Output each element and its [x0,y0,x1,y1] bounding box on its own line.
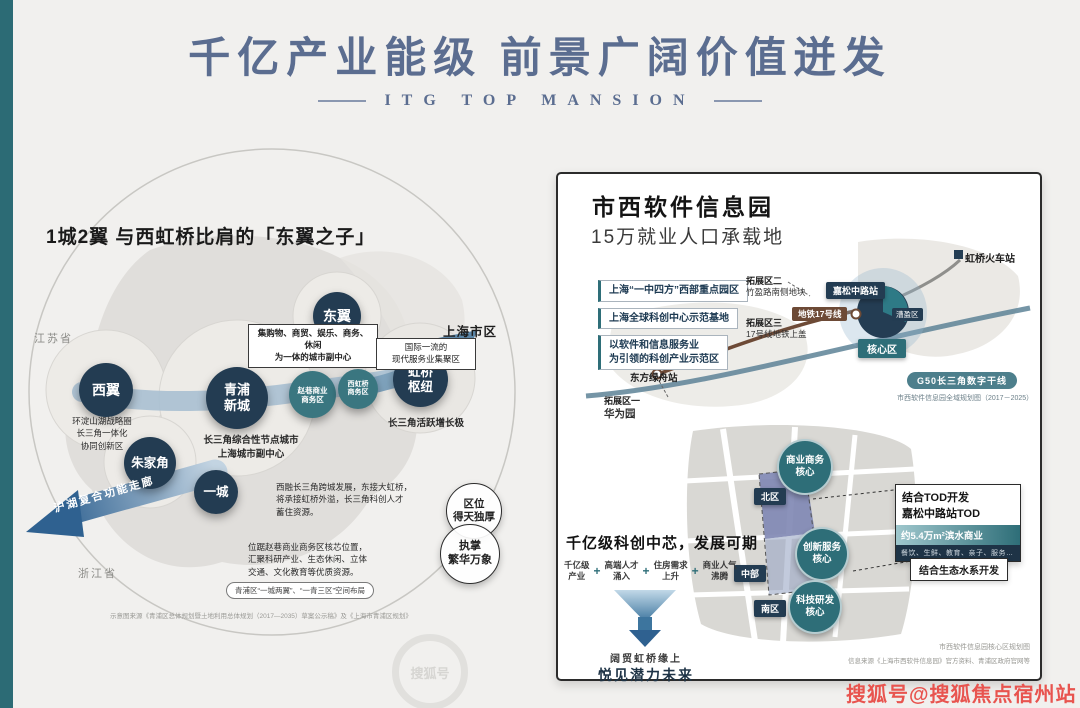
tod-line1: 结合TOD开发 [902,492,970,504]
expand3-label: 拓展区三 17号线地铁上盖 [746,317,806,341]
value-chain-row: 千亿级 产业 + 高端人才 涌入 + 住房需求 上升 + 商业人气 沸腾 [564,560,737,582]
chain-housing: 住房需求 上升 [653,560,688,582]
badge-prosperity: 执掌 繁华万象 [440,524,500,584]
core-plan-caption: 市西软件信息园核心区规划图 [939,644,1030,651]
province-jiangsu: 江苏省 [34,333,73,345]
metro17-tag: 地铁17号线 [792,307,848,321]
node-zhujiajiao: 朱家角 [124,437,176,489]
card-subtitle: 15万就业人口承载地 [591,227,785,248]
plus-1: + [593,564,601,579]
zone-south-tag: 南区 [754,600,787,617]
g50-corridor-line [585,305,1031,399]
node-zhaoxiang-business: 赵巷商业 商务区 [289,371,336,418]
eco-annotation-box: 结合生态水系开发 [910,558,1008,581]
node-west-wing: 西翼 [79,363,133,417]
tod-annotation-box: 结合TOD开发 嘉松中路站TOD 约5.4万m²滨水商业 餐饮、生鲜、教育、亲子… [895,484,1021,562]
expand1-sub: 华为园 [604,408,636,421]
hongqiao-growth-note: 长三角活跃增长极 [388,418,465,429]
hongqiao-service-note: 国际一流的 现代服务业集聚区 [376,338,476,370]
expand3-sub: 17号线地铁上盖 [746,329,807,340]
slogan-block: 阔贸虹桥缘上 悦见潜力未来 [586,650,706,685]
funnel-arrow [614,590,676,647]
hongqiao-railway-marker [954,250,963,259]
spatial-layout-pill: 青浦区“一城两翼”、“一青三区”空间布局 [226,582,374,599]
chain-industry: 千亿级 产业 [564,560,590,582]
plus-3: + [691,564,699,579]
bullet-software-zone: 以软件和信息服务业 为引领的科创产业示范区 [598,335,728,370]
left-accent-strip [0,0,13,708]
ghost-watermark: 搜狐号 [392,634,468,708]
software-park-card: 市西软件信息园 15万就业人口承载地 上海“一中四方”西部重点园区 上海全球科创… [556,172,1042,683]
bullet-innovation-base: 上海全球科创中心示范基地 [598,307,738,329]
tod-detail: 餐饮、生鲜、教育、亲子、服务… [896,545,1020,561]
node-one-city: 一城 [194,470,238,514]
left-map-title: 1城2翼 与西虹桥比肩的「东翼之子」 [46,227,376,248]
node-west-hongqiao-business: 西虹桥 商务区 [338,369,378,409]
funnel-arrowhead [629,630,661,647]
feature-bullets: 上海“一中四方”西部重点园区 上海全球科创中心示范基地 以软件和信息服务业 为引… [598,280,748,376]
east-wing-description-box: 集购物、商贸、娱乐、商务、休闲 为一体的城市副中心 [248,324,378,368]
expand2-title: 拓展区二 [746,276,783,286]
zone-tech-core: 科技研发 核心 [788,580,842,634]
region-outline-circle [28,148,516,636]
expand1-label: 拓展区一 华为园 [604,395,640,421]
dongfang-lvzhou-label: 东方绿舟站 [630,373,678,384]
left-map-source-note: 示意图来源《青浦区总体规划暨土地利用总体规划（2017—2035）草案公示稿》及… [110,613,412,620]
subtitle-left-rule [318,100,367,102]
east-integration-paragraph: 西融长三角跨城发展，东接大虹桥， 将承接虹桥外溢，长三角科创人才 蓄住资源。 [276,482,413,517]
overview-plan-caption: 市西软件信息园全域规划图（2017－2025） [897,395,1034,402]
caoying-tag: 漕盈区 [892,308,923,321]
development-headline: 千亿级科创中芯，发展可期 [566,535,759,552]
zone-innovation-core: 创新服务 核心 [795,527,849,581]
zhaoxiang-paragraph: 位踞赵巷商业商务区核芯位置， 汇聚科研产业、生态休闲、立体 交通、文化教育等优质… [248,542,368,577]
bullet-key-park: 上海“一中四方”西部重点园区 [598,280,748,302]
label-shanghai-downtown: 上海市区 [443,325,498,339]
expand2-sub: 竹盈路南侧地块 [746,287,806,298]
zone-business-core: 商业商务 核心 [777,439,833,495]
expand3-title: 拓展区三 [746,318,783,328]
card-title: 市西软件信息园 [592,194,774,220]
page-subtitle-row: ITG TOP MANSION [0,92,1080,110]
source-caption: 信息来源《上海市西软件信息园》官方资料、青浦区政府官网等 [848,658,1030,665]
zone-middle-tag: 中部 [734,565,767,582]
expand2-connector [787,281,811,297]
qingpu-role-note: 长三角综合性节点城市 上海城市副中心 [203,435,299,460]
page-title: 千亿产业能级 前景广阔价值迸发 [188,36,892,82]
chain-commerce: 商业人气 沸腾 [702,560,737,582]
province-zhejiang: 浙江省 [78,568,117,580]
funnel-stem [638,617,652,631]
chain-talent: 高端人才 涌入 [604,560,639,582]
page-subtitle: ITG TOP MANSION [384,92,696,109]
street-1 [720,428,758,642]
funnel-triangle [614,590,676,622]
slogan-line1: 阔贸虹桥缘上 [610,654,682,665]
tod-highlight: 约5.4万m²滨水商业 [896,525,1020,545]
expand1-connector [657,378,669,398]
hongqiao-railway-label: 虹桥火车站 [965,254,1015,265]
expand2-label: 拓展区二 竹盈路南侧地块 [746,275,806,299]
jiasong-station-dot [850,308,862,320]
slogan-line2: 悦见潜力未来 [598,667,694,683]
node-qingpu-new-city: 青浦 新城 [206,367,268,429]
sohu-watermark: 搜狐号@搜狐焦点宿州站 [846,684,1077,706]
plus-2: + [642,564,650,579]
zone-north-tag: 北区 [754,488,787,505]
west-wing-note: 环淀山湖战略圈 长三角一体化 协同创新区 [72,416,132,451]
subtitle-right-rule [713,100,762,102]
expand1-title: 拓展区一 [604,396,641,406]
left-region-map: 1城2翼 与西虹桥比肩的「东翼之子」 江苏省 浙江省 上海市区 东翼 西翼 青浦… [0,140,545,685]
core-zone-tag: 核心区 [858,339,906,358]
g50-corridor-tag: G50长三角数字干线 [907,372,1018,389]
jiasong-station-tag: 嘉松中路站 [826,282,886,299]
tod-line2: 嘉松中路站TOD [902,508,981,520]
corridor-arrowhead-southwest [26,490,84,537]
